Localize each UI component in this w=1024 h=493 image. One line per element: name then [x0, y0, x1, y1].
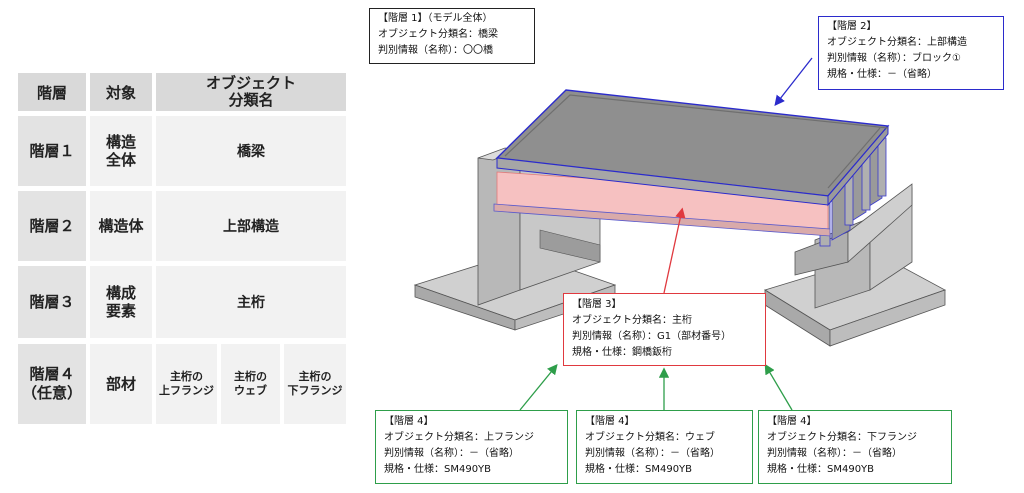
level3-line-3: 判別情報（名称）：G1（部材番号）: [572, 331, 732, 342]
level4b-info-box: 【階層 4】 オブジェクト分類名：ウェブ 判別情報（名称）：－（省略） 規格・仕…: [576, 410, 753, 484]
header-target: 対象: [90, 73, 152, 111]
level4a-leader-arrow: [519, 363, 558, 411]
level1-line-3: 判別情報（名称）：〇〇橋: [378, 45, 493, 56]
row2-target: 構造体: [90, 191, 152, 261]
header-object-class: オブジェクト 分類名: [156, 73, 346, 111]
level4b-line-1: 【階層 4】: [585, 416, 635, 427]
level4a-line-1: 【階層 4】: [384, 416, 434, 427]
level4a-line-4: 規格・仕様：SM490YB: [384, 464, 492, 475]
deck-slab: [495, 89, 890, 207]
level2-info-box: 【階層 2】 オブジェクト分類名：上部構造 判別情報（名称）：ブロック① 規格・…: [818, 16, 1004, 90]
level3-line-1: 【階層 3】: [572, 299, 622, 310]
row4-sub-web: 主桁の ウェブ: [221, 344, 280, 424]
level1-line-1: 【階層 1】（モデル全体）: [378, 13, 493, 24]
level4c-line-4: 規格・仕様：SM490YB: [767, 464, 875, 475]
level3-info-box: 【階層 3】 オブジェクト分類名：主桁 判別情報（名称）：G1（部材番号） 規格…: [563, 293, 766, 366]
level1-line-2: オブジェクト分類名：橋梁: [378, 29, 498, 40]
level2-line-1: 【階層 2】: [827, 21, 877, 32]
level2-line-4: 規格・仕様：－（省略）: [827, 69, 937, 80]
header-level: 階層: [18, 73, 86, 111]
level4b-line-4: 規格・仕様：SM490YB: [585, 464, 693, 475]
row1-class: 橋梁: [156, 116, 346, 186]
level4a-line-3: 判別情報（名称）：－（省略）: [384, 448, 519, 459]
row1-target: 構造 全体: [90, 116, 152, 186]
row4-level: 階層４ （任意）: [18, 344, 86, 424]
level4a-info-box: 【階層 4】 オブジェクト分類名：上フランジ 判別情報（名称）：－（省略） 規格…: [375, 410, 568, 484]
level4b-line-3: 判別情報（名称）：－（省略）: [585, 448, 720, 459]
level4c-line-3: 判別情報（名称）：－（省略）: [767, 448, 902, 459]
level3-line-2: オブジェクト分類名：主桁: [572, 315, 692, 326]
level2-line-3: 判別情報（名称）：ブロック①: [827, 53, 961, 64]
level2-leader-arrow: [774, 57, 813, 107]
level4c-leader-arrow: [764, 363, 793, 411]
row4-sub-upper-flange: 主桁の 上フランジ: [156, 344, 217, 424]
row3-class: 主桁: [156, 266, 346, 338]
level4b-line-2: オブジェクト分類名：ウェブ: [585, 432, 715, 443]
row2-class: 上部構造: [156, 191, 346, 261]
level4c-info-box: 【階層 4】 オブジェクト分類名：下フランジ 判別情報（名称）：－（省略） 規格…: [758, 410, 952, 484]
row1-level: 階層１: [18, 116, 86, 186]
level4a-line-2: オブジェクト分類名：上フランジ: [384, 432, 534, 443]
level4c-line-2: オブジェクト分類名：下フランジ: [767, 432, 917, 443]
level2-line-2: オブジェクト分類名：上部構造: [827, 37, 967, 48]
level3-leader-arrow: [663, 207, 686, 294]
level3-line-4: 規格・仕様：鋼橋鈑桁: [572, 347, 672, 358]
row3-target: 構成 要素: [90, 266, 152, 338]
row4-target: 部材: [90, 344, 152, 424]
row2-level: 階層２: [18, 191, 86, 261]
level4c-line-1: 【階層 4】: [767, 416, 817, 427]
level1-info-box: 【階層 1】（モデル全体） オブジェクト分類名：橋梁 判別情報（名称）：〇〇橋: [369, 8, 535, 64]
row4-sub-lower-flange: 主桁の 下フランジ: [284, 344, 346, 424]
row3-level: 階層３: [18, 266, 86, 338]
